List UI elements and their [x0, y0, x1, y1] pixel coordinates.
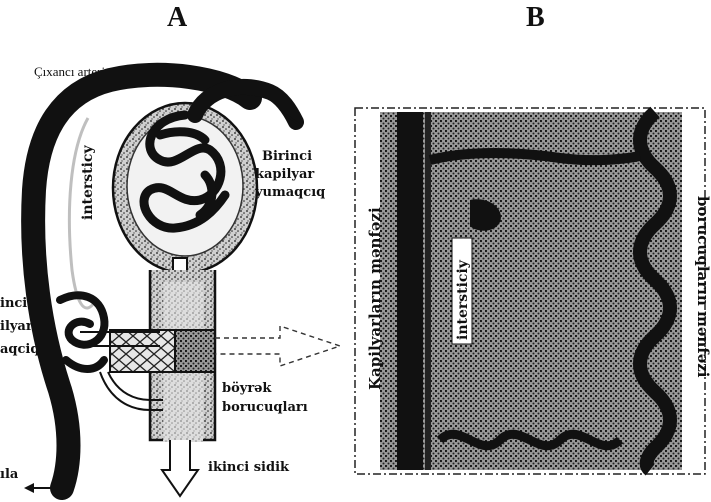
glomerulus-label-line2: kapilyar	[255, 166, 314, 183]
glomerulus-label-line3: yumaqcıq	[255, 184, 325, 201]
second-capillary-label-line3: aqciq	[0, 341, 39, 358]
tubules-label-line1: böyrək	[222, 380, 271, 397]
tubules-label-line2: borucuqları	[222, 399, 308, 416]
tubule-lumen-label: borucuqların mənfəzi	[694, 196, 711, 378]
second-capillary-label-line2: ilyar	[0, 318, 33, 335]
capillary-lumen-label: Kapilyarların mənfəzi	[366, 207, 384, 390]
intersticy-label-a: intersticy	[80, 145, 96, 220]
glomerulus-label-line1: Birinci	[262, 148, 312, 165]
dashed-arrow	[215, 326, 340, 366]
bottom-left-label: ıla	[0, 466, 18, 483]
second-capillary-label-line1: inci	[0, 295, 27, 312]
intersticy-label-b: intersticiy	[455, 260, 471, 340]
urine-label: ikinci sidik	[208, 459, 289, 476]
